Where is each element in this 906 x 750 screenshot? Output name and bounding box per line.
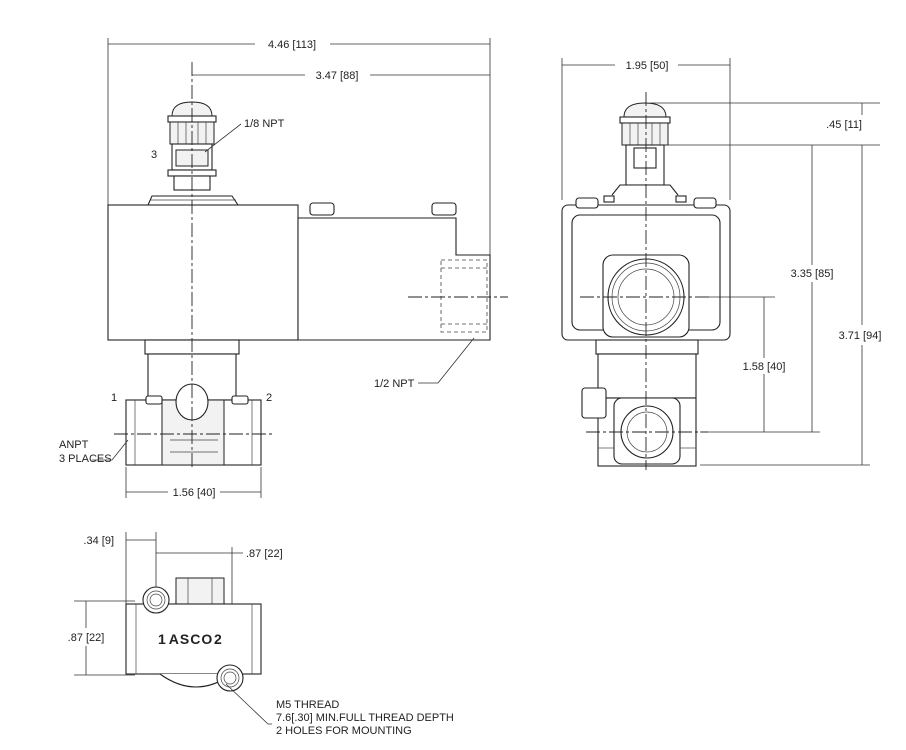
dim-overall-height-text: 3.71 [94] — [839, 330, 882, 342]
dim-port-to-conduit: 1.58 [40] — [695, 296, 786, 432]
dim-overall-width: 4.46 [113] — [107, 38, 491, 255]
thread-line3: 2 HOLES FOR MOUNTING — [276, 725, 412, 737]
dim-front-width: 1.95 [50] — [561, 58, 731, 200]
valve-body-front — [581, 387, 697, 467]
label-pilot-port: 1/8 NPT — [244, 118, 285, 130]
front-view: 1.95 [50] — [561, 58, 882, 470]
label-anpt-line2: 3 PLACES — [59, 453, 112, 465]
dim-overall-height: 3.71 [94] — [700, 145, 882, 466]
dim-cap: .45 [11] — [650, 102, 880, 146]
dim-hole-spacing-text: .87 [22] — [246, 548, 283, 560]
bottom-view: .34 [9] .87 [22] .87 [22] — [68, 532, 454, 737]
dim-center-to-right: 3.47 [88] — [192, 70, 490, 82]
body-marking-left: 1 — [158, 631, 166, 647]
body-marking-right: 2 — [214, 631, 222, 647]
valve-body-side — [125, 383, 262, 466]
dim-coil-height-text: 3.35 [85] — [791, 268, 834, 280]
dim-overall-width-text: 4.46 [113] — [268, 39, 316, 51]
body-logo: ASCO — [169, 631, 213, 647]
label-port-3: 3 — [151, 149, 157, 161]
dim-front-width-text: 1.95 [50] — [626, 60, 669, 72]
pilot-fitting — [147, 101, 239, 206]
dim-hole-offset: .34 [9] — [83, 532, 157, 605]
dim-body-height: .87 [22] — [68, 600, 135, 676]
valve-body-bottom: 1 ASCO 2 — [125, 577, 262, 692]
dim-hole-offset-text: .34 [9] — [83, 535, 114, 547]
dim-coil-height: 3.35 [85] — [700, 145, 834, 433]
pilot-fitting-front — [603, 102, 687, 203]
thread-line1: M5 THREAD — [276, 699, 339, 711]
dim-body-width: 1.56 [40] — [125, 467, 262, 499]
label-port-2: 2 — [266, 392, 272, 404]
dim-cap-text: .45 [11] — [826, 119, 862, 131]
label-conduit: 1/2 NPT — [374, 378, 415, 390]
side-view: 4.46 [113] 3.47 [88] 1/8 NPT 3 — [59, 38, 508, 499]
dim-body-height-text: .87 [22] — [68, 632, 105, 644]
label-anpt-line1: ANPT — [59, 439, 89, 451]
dim-port-to-conduit-text: 1.58 [40] — [743, 361, 786, 373]
dim-body-width-text: 1.56 [40] — [173, 487, 216, 499]
thread-line2: 7.6[.30] MIN.FULL THREAD DEPTH — [276, 712, 454, 724]
label-port-1: 1 — [111, 392, 117, 404]
coil-housing — [107, 202, 508, 341]
dim-center-to-right-text: 3.47 [88] — [316, 70, 359, 82]
